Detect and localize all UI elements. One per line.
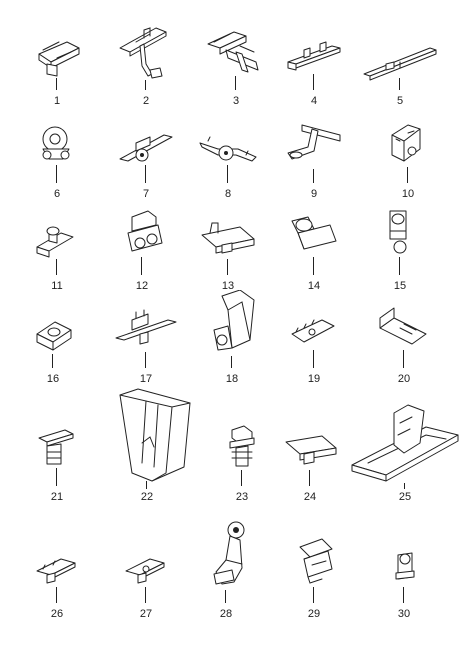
part-6: 6 <box>17 105 97 200</box>
part-number: 23 <box>235 491 249 503</box>
part-11: 11 <box>17 197 97 292</box>
part-number: 13 <box>221 280 235 292</box>
winged-clip-icon <box>199 136 257 162</box>
bracket-clip-icon <box>391 124 421 162</box>
part-15: 15 <box>360 197 440 292</box>
part-7: 7 <box>106 105 186 200</box>
part-number: 7 <box>142 188 150 200</box>
part-21: 21 <box>17 408 97 503</box>
part-28: 28 <box>186 520 266 620</box>
part-4: 4 <box>274 12 354 107</box>
part-number: 15 <box>393 280 407 292</box>
part-9: 9 <box>274 105 354 200</box>
part-16: 16 <box>13 290 93 385</box>
part-number: 19 <box>307 373 321 385</box>
part-3: 3 <box>196 12 276 107</box>
part-number: 18 <box>225 373 239 385</box>
part-26: 26 <box>17 525 97 620</box>
long-arm-clip-icon <box>119 27 167 79</box>
cable-tie-clip-icon <box>36 226 74 258</box>
part-number: 5 <box>396 95 404 107</box>
push-rivet-icon <box>38 429 74 465</box>
tray-holder-icon <box>351 404 459 482</box>
part-number: 8 <box>224 188 232 200</box>
part-13: 13 <box>188 197 268 292</box>
part-8: 8 <box>188 105 268 200</box>
small-loop-clip-icon <box>395 552 415 580</box>
hook-holder-icon <box>213 521 245 585</box>
double-holder-icon <box>127 210 163 252</box>
long-rail-clip-icon <box>363 47 437 81</box>
cage-nut-icon <box>36 321 72 351</box>
part-number: 27 <box>139 608 153 620</box>
spring-clip-icon <box>299 538 333 584</box>
part-20: 20 <box>364 290 444 385</box>
part-number: 26 <box>50 608 64 620</box>
strap-clip-icon <box>207 31 259 73</box>
part-30: 30 <box>364 525 444 620</box>
part-number: 12 <box>135 280 149 292</box>
toothed-plate-icon <box>291 319 335 343</box>
part-number: 11 <box>51 280 63 292</box>
part-number: 21 <box>50 491 64 503</box>
part-10: 10 <box>368 105 448 200</box>
flat-plate-clip-icon <box>36 558 76 584</box>
part-number: 22 <box>140 491 154 503</box>
part-number: 17 <box>139 373 153 385</box>
round-holder-icon <box>42 126 70 160</box>
part-5: 5 <box>360 12 440 107</box>
multi-clip-icon <box>115 309 177 345</box>
part-27: 27 <box>106 525 186 620</box>
box-holder-icon <box>291 216 337 250</box>
cable-duct-icon <box>119 388 191 482</box>
part-number: 1 <box>53 95 61 107</box>
part-2: 2 <box>106 12 186 107</box>
part-14: 14 <box>274 197 354 292</box>
part-number: 29 <box>307 608 321 620</box>
part-12: 12 <box>102 197 182 292</box>
part-number: 25 <box>398 491 412 503</box>
part-number: 16 <box>46 373 60 385</box>
part-number: 4 <box>310 95 318 107</box>
part-22: 22 <box>92 383 202 503</box>
fir-tree-clip-icon <box>229 425 255 467</box>
part-number: 2 <box>142 95 150 107</box>
part-19: 19 <box>274 290 354 385</box>
part-number: 20 <box>397 373 411 385</box>
part-25: 25 <box>350 383 460 503</box>
part-17: 17 <box>106 290 186 385</box>
rail-clip-icon <box>287 41 341 71</box>
part-24: 24 <box>270 408 350 503</box>
flat-clip-icon <box>38 41 80 77</box>
part-number: 14 <box>307 280 321 292</box>
part-number: 24 <box>303 491 317 503</box>
saddle-clip-icon <box>285 435 337 465</box>
part-29: 29 <box>274 525 354 620</box>
eyelet-strap-icon <box>287 124 341 160</box>
tall-bracket-icon <box>213 290 255 351</box>
part-number: 28 <box>219 608 233 620</box>
part-number: 10 <box>401 188 415 200</box>
part-number: 3 <box>232 95 240 107</box>
part-number: 9 <box>310 188 318 200</box>
angle-bracket-icon <box>379 307 427 345</box>
part-23: 23 <box>202 408 282 503</box>
part-number: 30 <box>397 608 411 620</box>
saddle-clip-icon <box>201 222 255 254</box>
flat-plate-clip-icon <box>125 558 165 584</box>
loop-holder-icon <box>389 210 407 254</box>
part-number: 6 <box>53 188 61 200</box>
part-1: 1 <box>17 12 97 107</box>
part-18: 18 <box>192 290 272 385</box>
winged-clip-icon <box>119 134 173 162</box>
